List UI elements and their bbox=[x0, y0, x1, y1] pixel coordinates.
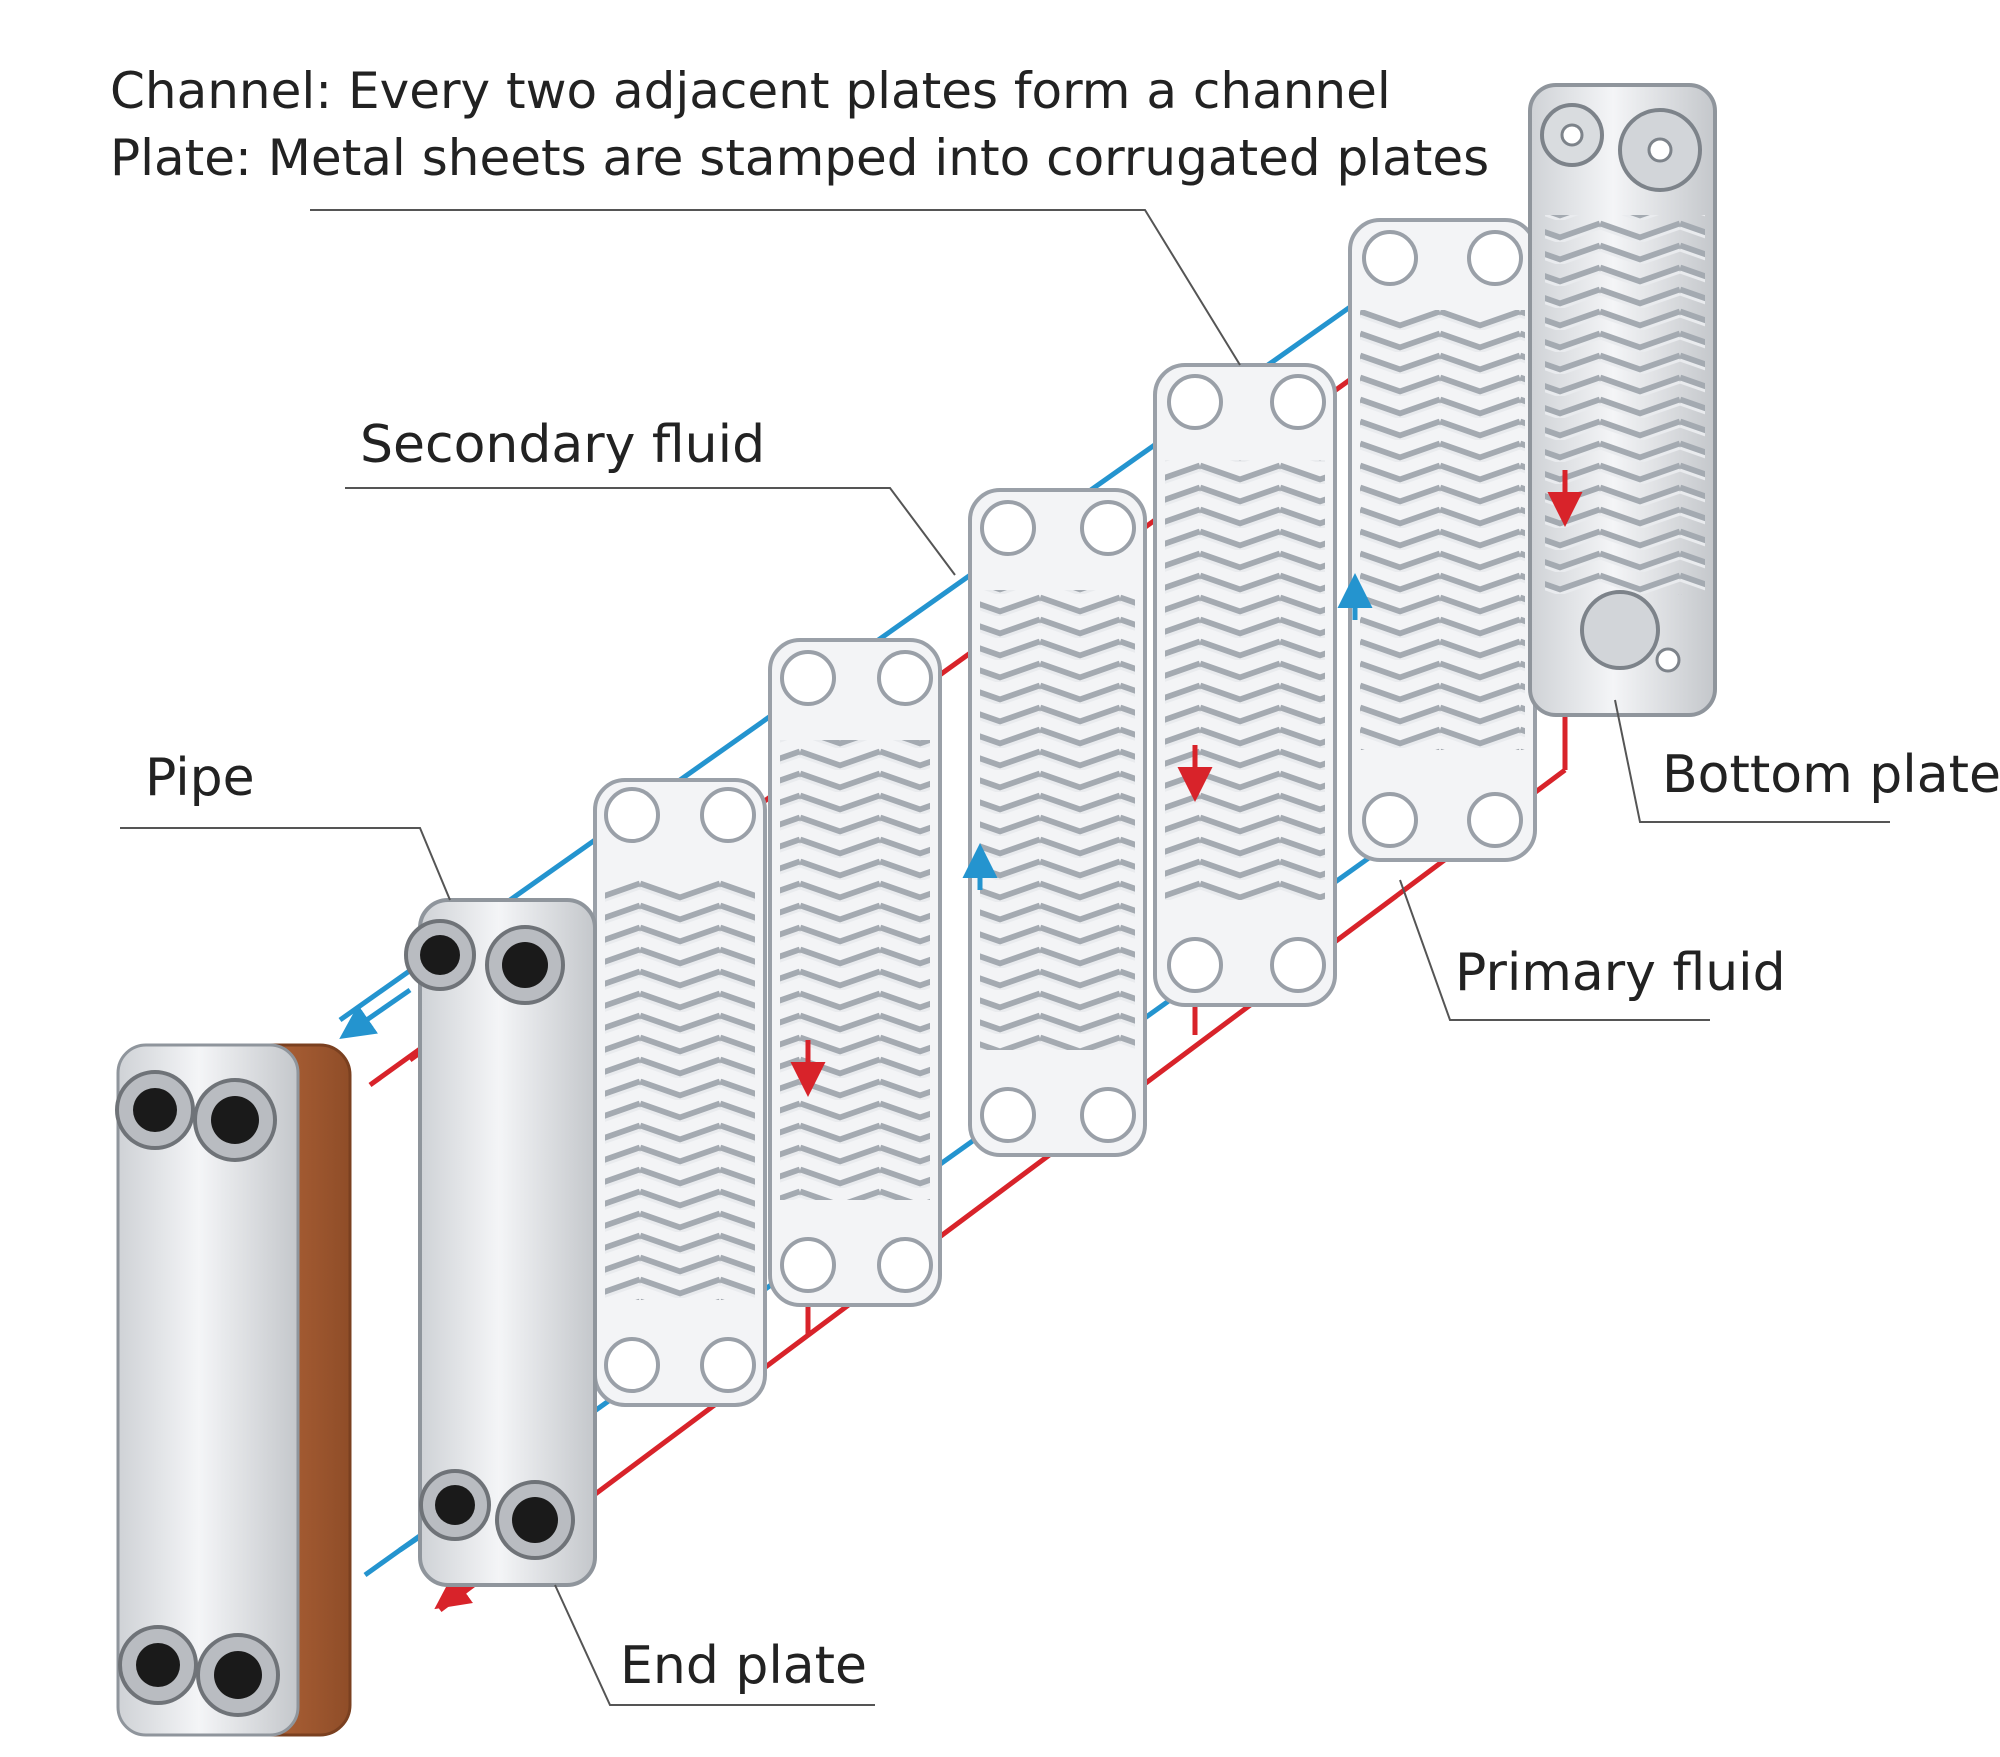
pipe-label: Pipe bbox=[145, 748, 255, 808]
corrugated-plate-4 bbox=[1153, 363, 1337, 1007]
primary-outlet-line bbox=[438, 767, 1567, 1613]
bottom-plate bbox=[1528, 83, 1717, 717]
plate-note: Plate: Metal sheets are stamped into cor… bbox=[110, 129, 1489, 187]
top-notes: Channel: Every two adjacent plates form … bbox=[110, 62, 1489, 187]
end-plate-label: End plate bbox=[620, 1636, 867, 1696]
secondary-outlet-arrow bbox=[339, 987, 412, 1039]
channel-note: Channel: Every two adjacent plates form … bbox=[110, 62, 1391, 120]
end-plate-leader bbox=[554, 1584, 875, 1706]
bottom-plate-leader bbox=[1614, 699, 1890, 823]
corrugated-plate-5 bbox=[1348, 218, 1537, 862]
pipe-leader bbox=[120, 827, 451, 901]
bottom-plate-label: Bottom plate bbox=[1662, 745, 2000, 805]
assembled-heat-exchanger bbox=[115, 1043, 352, 1737]
channel-leader bbox=[310, 209, 1241, 366]
secondary-fluid-label: Secondary fluid bbox=[360, 415, 765, 475]
corrugated-plate-1 bbox=[593, 778, 767, 1407]
secondary-fluid-leader bbox=[345, 487, 956, 576]
primary-fluid-leader bbox=[1399, 879, 1710, 1021]
primary-fluid-label: Primary fluid bbox=[1455, 943, 1786, 1003]
leader-lines bbox=[120, 209, 1890, 1706]
corrugated-plate-2 bbox=[768, 638, 942, 1307]
end-plate bbox=[404, 898, 597, 1587]
corrugated-plate-3 bbox=[968, 488, 1147, 1157]
